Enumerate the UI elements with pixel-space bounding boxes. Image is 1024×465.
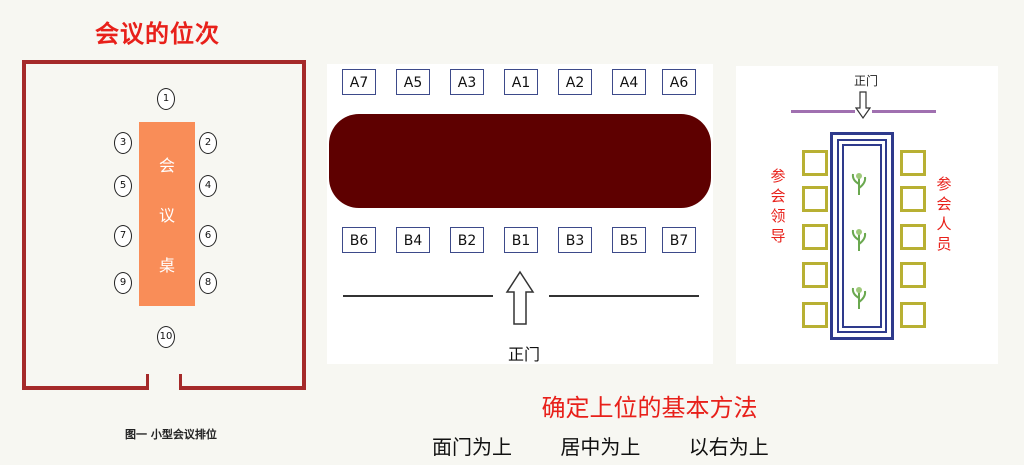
attendee-seat <box>900 224 926 250</box>
seat-2: 2 <box>199 132 217 154</box>
seat-10: 10 <box>157 326 175 348</box>
door-post-left <box>146 374 149 390</box>
attendees-label: 参 会 人 员 <box>936 175 952 253</box>
seat-4: 4 <box>199 175 217 197</box>
stage-door-label: 正门 <box>854 74 879 88</box>
wall-bottom-left <box>22 386 148 390</box>
attendee-seat <box>900 262 926 288</box>
principle-center: 居中为上 <box>560 435 641 459</box>
seat-b4: B4 <box>396 227 430 253</box>
seat-b5: B5 <box>612 227 646 253</box>
flower-icon <box>851 287 867 309</box>
flower-icon <box>851 173 867 195</box>
principle-facing-door: 面门为上 <box>432 435 512 459</box>
door-post-right <box>179 374 182 390</box>
leader-seat <box>802 224 828 250</box>
arrow-up-icon <box>505 270 535 325</box>
wall-line-right <box>872 110 936 113</box>
wall-line-left <box>343 295 493 297</box>
main-door-label: 正门 <box>508 345 541 364</box>
arrow-down-icon <box>855 91 871 120</box>
leader-seat <box>802 150 828 176</box>
seat-b3: B3 <box>558 227 592 253</box>
flower-icon <box>851 229 867 251</box>
page-title: 会议的位次 <box>95 20 220 48</box>
attendee-seat <box>900 150 926 176</box>
seat-5: 5 <box>114 175 132 197</box>
stage-table <box>830 132 894 340</box>
attendee-seat <box>900 302 926 328</box>
seat-6: 6 <box>199 225 217 247</box>
wall-bottom-right <box>180 386 306 390</box>
long-table-diagram: A7 A5 A3 A1 A2 A4 A6 B6 B4 B2 B1 B3 B5 B… <box>327 64 713 364</box>
seat-b6: B6 <box>342 227 376 253</box>
wall-left <box>22 60 26 390</box>
wall-right <box>302 60 306 390</box>
seat-7: 7 <box>114 225 132 247</box>
leader-seat <box>802 262 828 288</box>
wall-top <box>22 60 306 64</box>
leaders-label: 参 会 领 导 <box>770 167 786 245</box>
seat-9: 9 <box>114 272 132 294</box>
small-meeting-room-diagram: 1 2 3 4 5 6 7 8 9 10 会 议 桌 <box>22 60 306 390</box>
seat-a7: A7 <box>342 69 376 95</box>
table-char-3: 桌 <box>158 256 175 275</box>
room-caption: 图一 小型会议排位 <box>125 428 217 441</box>
seat-1: 1 <box>157 88 175 110</box>
wall-line-right <box>549 295 699 297</box>
seat-a2: A2 <box>558 69 592 95</box>
meeting-table: 会 议 桌 <box>139 122 195 306</box>
method-title: 确定上位的基本方法 <box>541 394 758 422</box>
seat-b7: B7 <box>662 227 696 253</box>
seat-a4: A4 <box>612 69 646 95</box>
wall-line-left <box>791 110 855 113</box>
leader-seat <box>802 302 828 328</box>
stage-seating-diagram: 正门 参 会 领 导 参 会 人 员 <box>736 66 998 364</box>
seat-a5: A5 <box>396 69 430 95</box>
seat-8: 8 <box>199 272 217 294</box>
seat-a6: A6 <box>662 69 696 95</box>
leader-seat <box>802 186 828 212</box>
seat-3: 3 <box>114 132 132 154</box>
long-table <box>329 114 711 208</box>
seat-a1: A1 <box>504 69 538 95</box>
seat-b1: B1 <box>504 227 538 253</box>
principle-right: 以右为上 <box>688 435 769 459</box>
table-char-2: 议 <box>158 206 175 225</box>
seat-b2: B2 <box>450 227 484 253</box>
principles-list: 面门为上 居中为上 以右为上 <box>432 431 769 460</box>
table-char-1: 会 <box>158 156 175 175</box>
attendee-seat <box>900 186 926 212</box>
seat-a3: A3 <box>450 69 484 95</box>
